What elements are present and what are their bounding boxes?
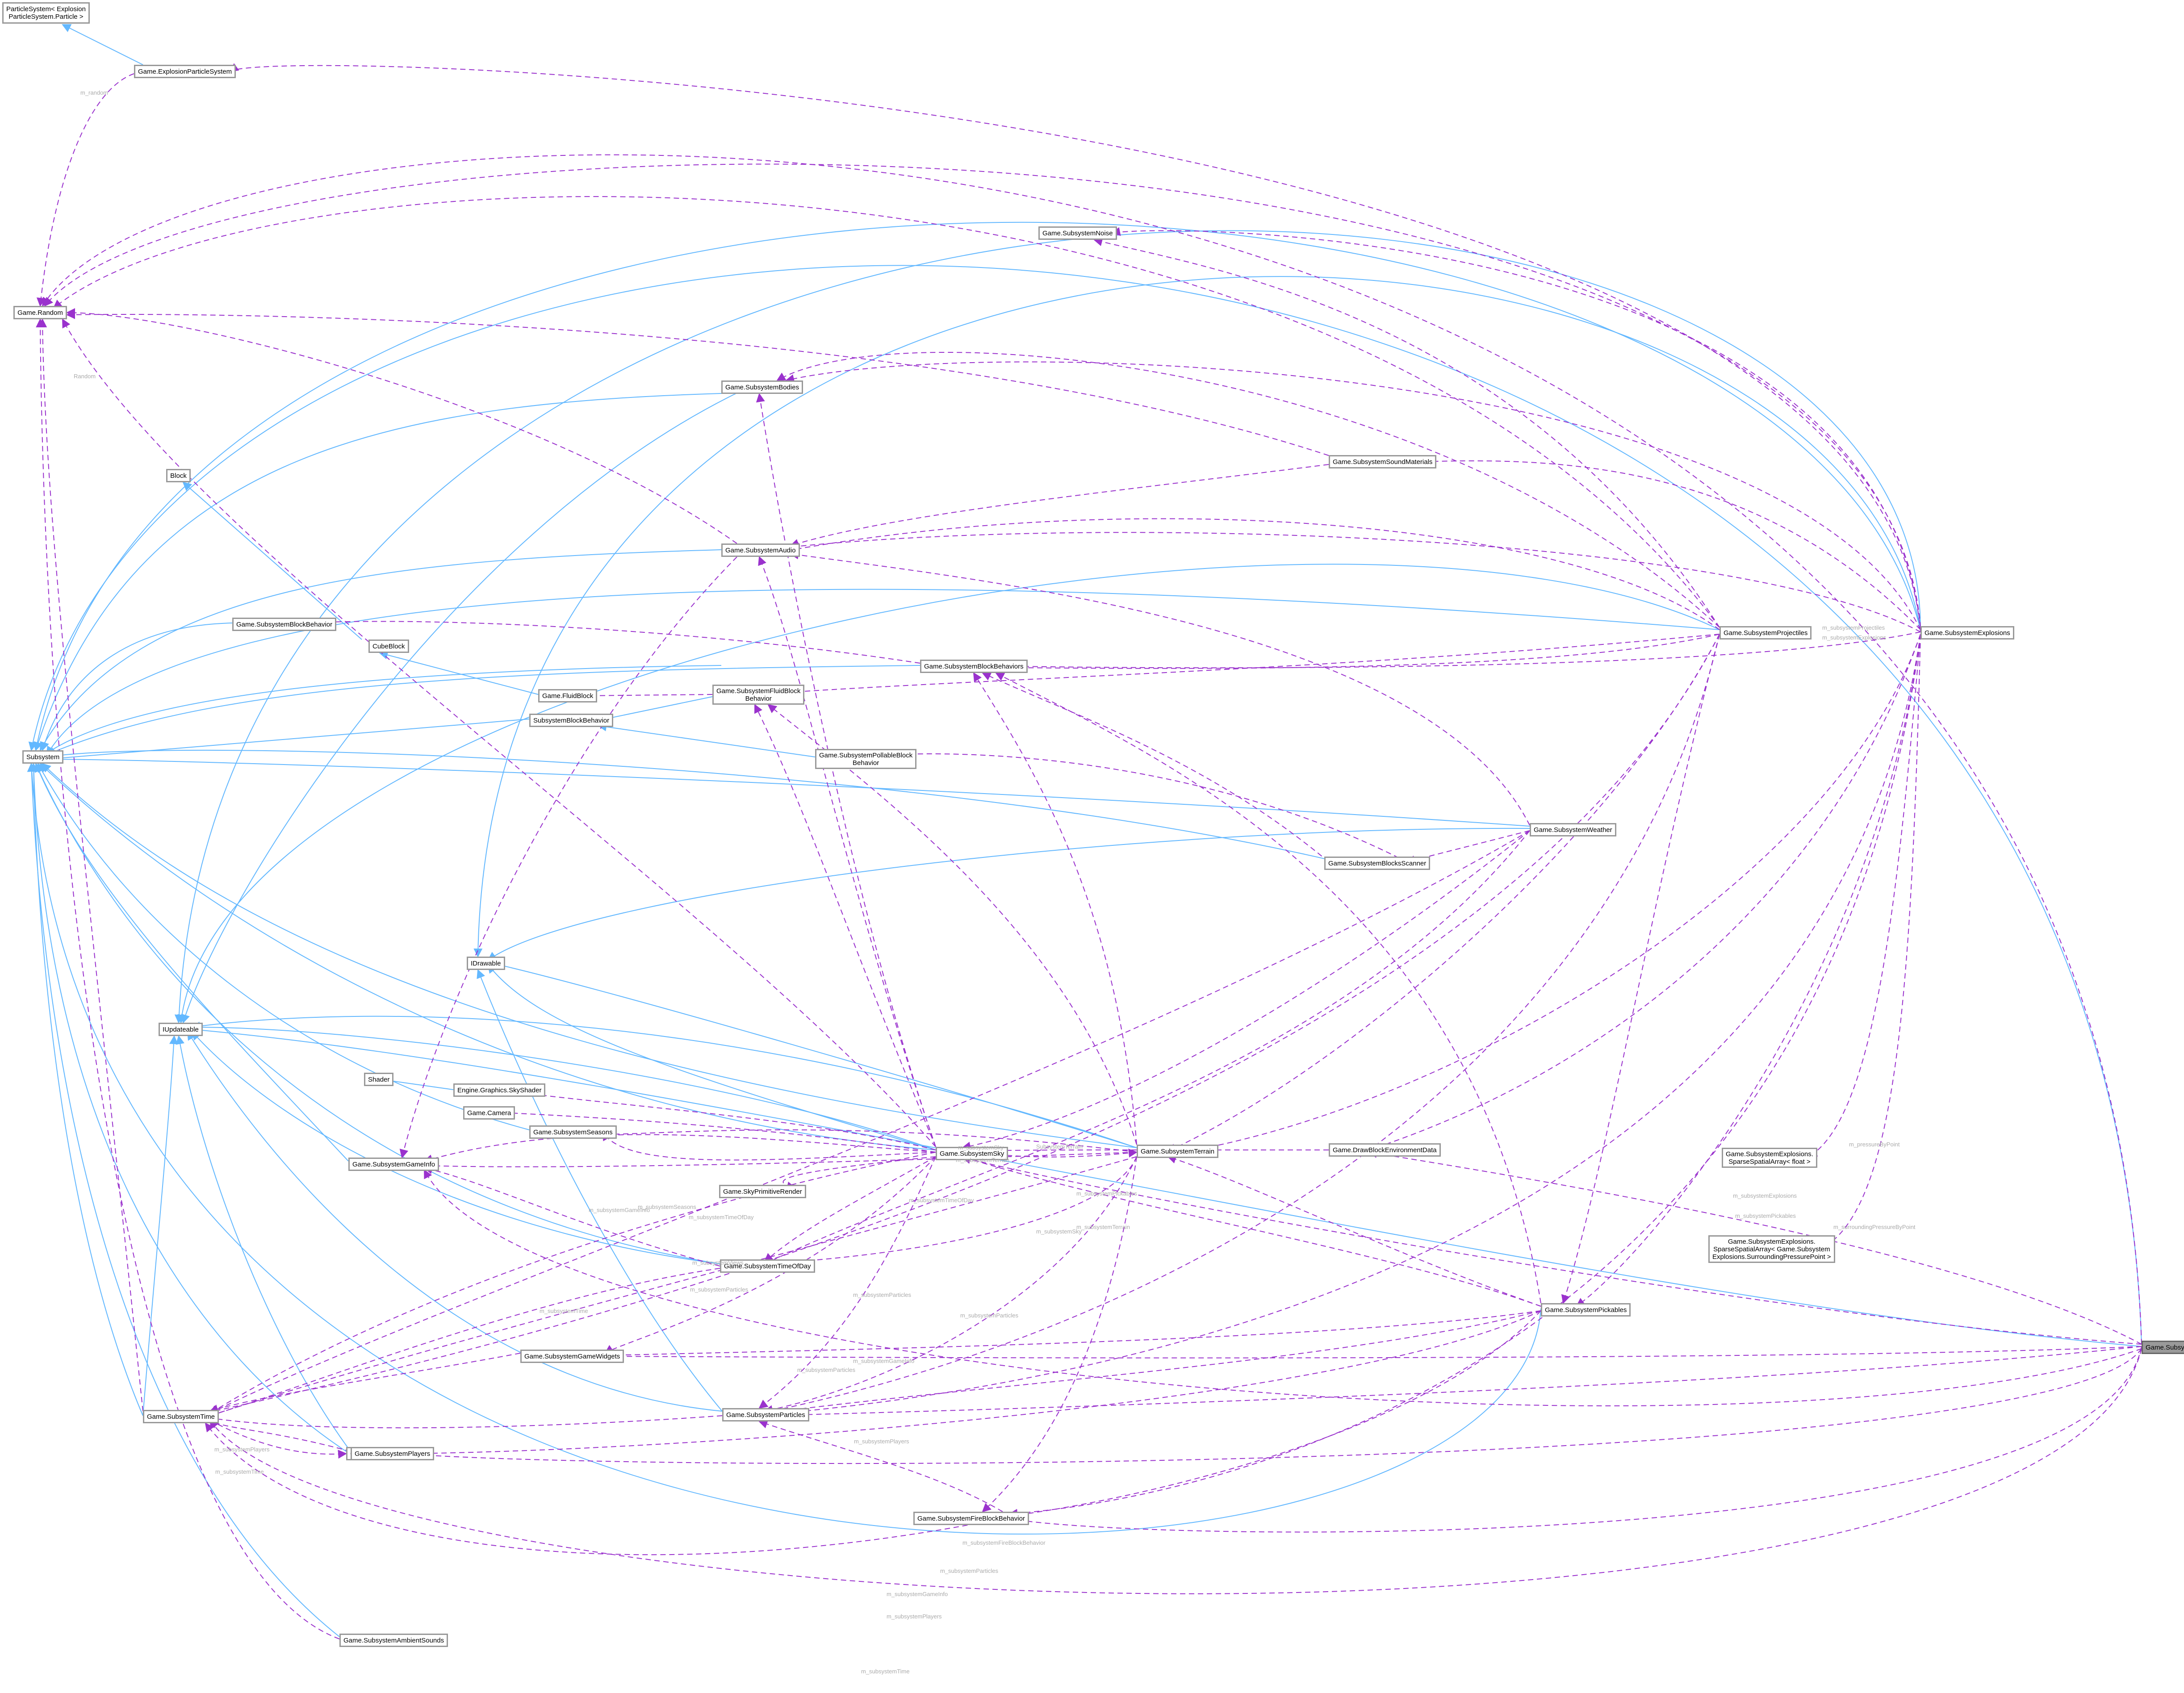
class-node-scanner[interactable]: Game.SubsystemBlocksScanner [1324,857,1431,870]
edge-label: m_subsystemPlayers [854,1438,909,1445]
class-node-blockbehs[interactable]: Game.SubsystemBlockBehaviors [920,660,1028,673]
class-node-players[interactable]: Game.SubsystemPlayers [351,1447,435,1460]
class-node-skyprim[interactable]: Game.SkyPrimitiveRender [719,1185,806,1198]
class-node-ambient[interactable]: Game.SubsystemAmbientSounds [339,1634,448,1647]
edge-label: m_subsystemParticles [690,1286,749,1293]
edge-label: m_subsystemTime [215,1468,264,1475]
class-node-focus[interactable]: Game.SubsystemPickables [2142,1341,2184,1354]
edge-label: m_subsystemSky [1036,1228,1082,1235]
class-node-particles[interactable]: Game.SubsystemParticles [722,1408,809,1421]
edge-label: Random [74,373,96,380]
class-node-audio[interactable]: Game.SubsystemAudio [721,543,800,557]
edge-label: m_subsystemParticles [853,1292,912,1298]
edge-label: m_subsystemPlayers [887,1613,942,1620]
class-node-ps[interactable]: ParticleSystem< Explosion ParticleSystem… [2,2,90,24]
edge-label: m_subsystemParticles [797,1367,856,1373]
edge-label: m_subsystemTerrain [956,1157,1009,1163]
edge-label: m_subsystemTime [540,1308,588,1314]
class-node-bodies[interactable]: Game.SubsystemBodies [721,380,803,394]
class-node-ssa2[interactable]: Game.SubsystemExplosions. SparseSpatialA… [1708,1235,1835,1263]
edge-label: m_subsystemTimeOfDay [909,1197,974,1204]
class-node-fluidblock[interactable]: Game.FluidBlock [538,689,598,702]
edge-label: m_subsystemGameInfo [589,1207,650,1213]
edge-label: m_subsystemProjectiles [1822,624,1885,631]
edge-label: m_subsystemParticles [940,1568,999,1574]
class-node-cubeblock[interactable]: CubeBlock [368,640,409,653]
edge-label: m_subsystemParticles [960,1312,1019,1319]
class-node-gameinfo[interactable]: Game.SubsystemGameInfo [348,1158,439,1171]
edge-label: m_subsystemGameInfo [853,1358,915,1364]
edge-label: m_subsystemPickables [1076,1190,1137,1197]
edge-label: m_subsystemTimeOfDay [689,1214,754,1221]
edge-label: m_subsystemExplosions [1822,634,1887,641]
class-node-timeofday[interactable]: Game.SubsystemTimeOfDay [720,1259,815,1273]
class-node-sky[interactable]: Game.SubsystemSky [936,1147,1008,1160]
edge-label: m_subsystemSky [958,1144,1004,1151]
edge-label: m_subsystemPickables [1735,1212,1796,1219]
class-node-fireblock[interactable]: Game.SubsystemFireBlockBehavior [913,1512,1029,1525]
class-node-noise[interactable]: Game.SubsystemNoise [1038,226,1117,240]
class-node-time[interactable]: Game.SubsystemTime [143,1410,219,1423]
edge-label: m_subsystemPlayers [214,1446,270,1453]
edge-label: m_random [80,89,109,96]
class-node-blockbeh[interactable]: Game.SubsystemBlockBehavior [232,618,337,631]
class-node-shader[interactable]: Shader [364,1073,394,1086]
class-node-weather[interactable]: Game.SubsystemWeather [1530,823,1616,836]
edge-label: m_subsystemTerrain [1076,1224,1130,1230]
edge-label: SubsystemTerrain [1036,1143,1083,1150]
class-node-eps[interactable]: Game.ExplosionParticleSystem [134,65,236,78]
class-node-projectiles[interactable]: Game.SubsystemProjectiles [1720,626,1812,640]
edge-label: m_subsystemTime [861,1668,910,1675]
edge-label: m_subsystemSeasons [638,1204,696,1210]
class-node-fluidbeh[interactable]: Game.SubsystemFluidBlock Behavior [712,685,805,705]
edge-label: m_subsystemExplosions [1733,1192,1797,1199]
class-node-random[interactable]: Game.Random [13,306,67,319]
edge-label: m_subsystemViews [692,1259,744,1266]
class-node-skyshader[interactable]: Engine.Graphics.SkyShader [453,1083,546,1097]
class-node-gamewidgets[interactable]: Game.SubsystemGameWidgets [520,1350,624,1363]
class-node-seasons[interactable]: Game.SubsystemSeasons [529,1125,617,1139]
class-node-iupdateable[interactable]: IUpdateable [159,1023,203,1036]
class-node-explosions[interactable]: Game.SubsystemExplosions [1920,626,2014,640]
class-node-terrain[interactable]: Game.SubsystemTerrain [1137,1145,1219,1158]
edge-label: m_subsystemFireBlockBehavior [962,1539,1046,1546]
class-node-pollable[interactable]: Game.SubsystemPollableBlock Behavior [815,749,917,769]
class-node-camera[interactable]: Game.Camera [463,1106,515,1120]
edge-label: m_surroundingPressureByPoint [1833,1224,1916,1230]
class-node-soundmat[interactable]: Game.SubsystemSoundMaterials [1329,455,1437,468]
edge-label: m_pressureByPoint [1849,1141,1900,1148]
class-node-block[interactable]: Block [166,469,191,482]
edge-label: m_subsystemGameInfo [887,1591,948,1597]
class-node-subblockbeh[interactable]: SubsystemBlockBehavior [529,714,614,727]
class-node-pickables[interactable]: Game.SubsystemPickables [1541,1303,1631,1317]
class-node-drawblock[interactable]: Game.DrawBlockEnvironmentData [1329,1143,1441,1157]
class-node-subsystem[interactable]: Subsystem [22,750,64,764]
class-node-idrawable[interactable]: IDrawable [467,957,505,970]
class-node-ssa[interactable]: Game.SubsystemExplosions. SparseSpatialA… [1722,1148,1817,1168]
